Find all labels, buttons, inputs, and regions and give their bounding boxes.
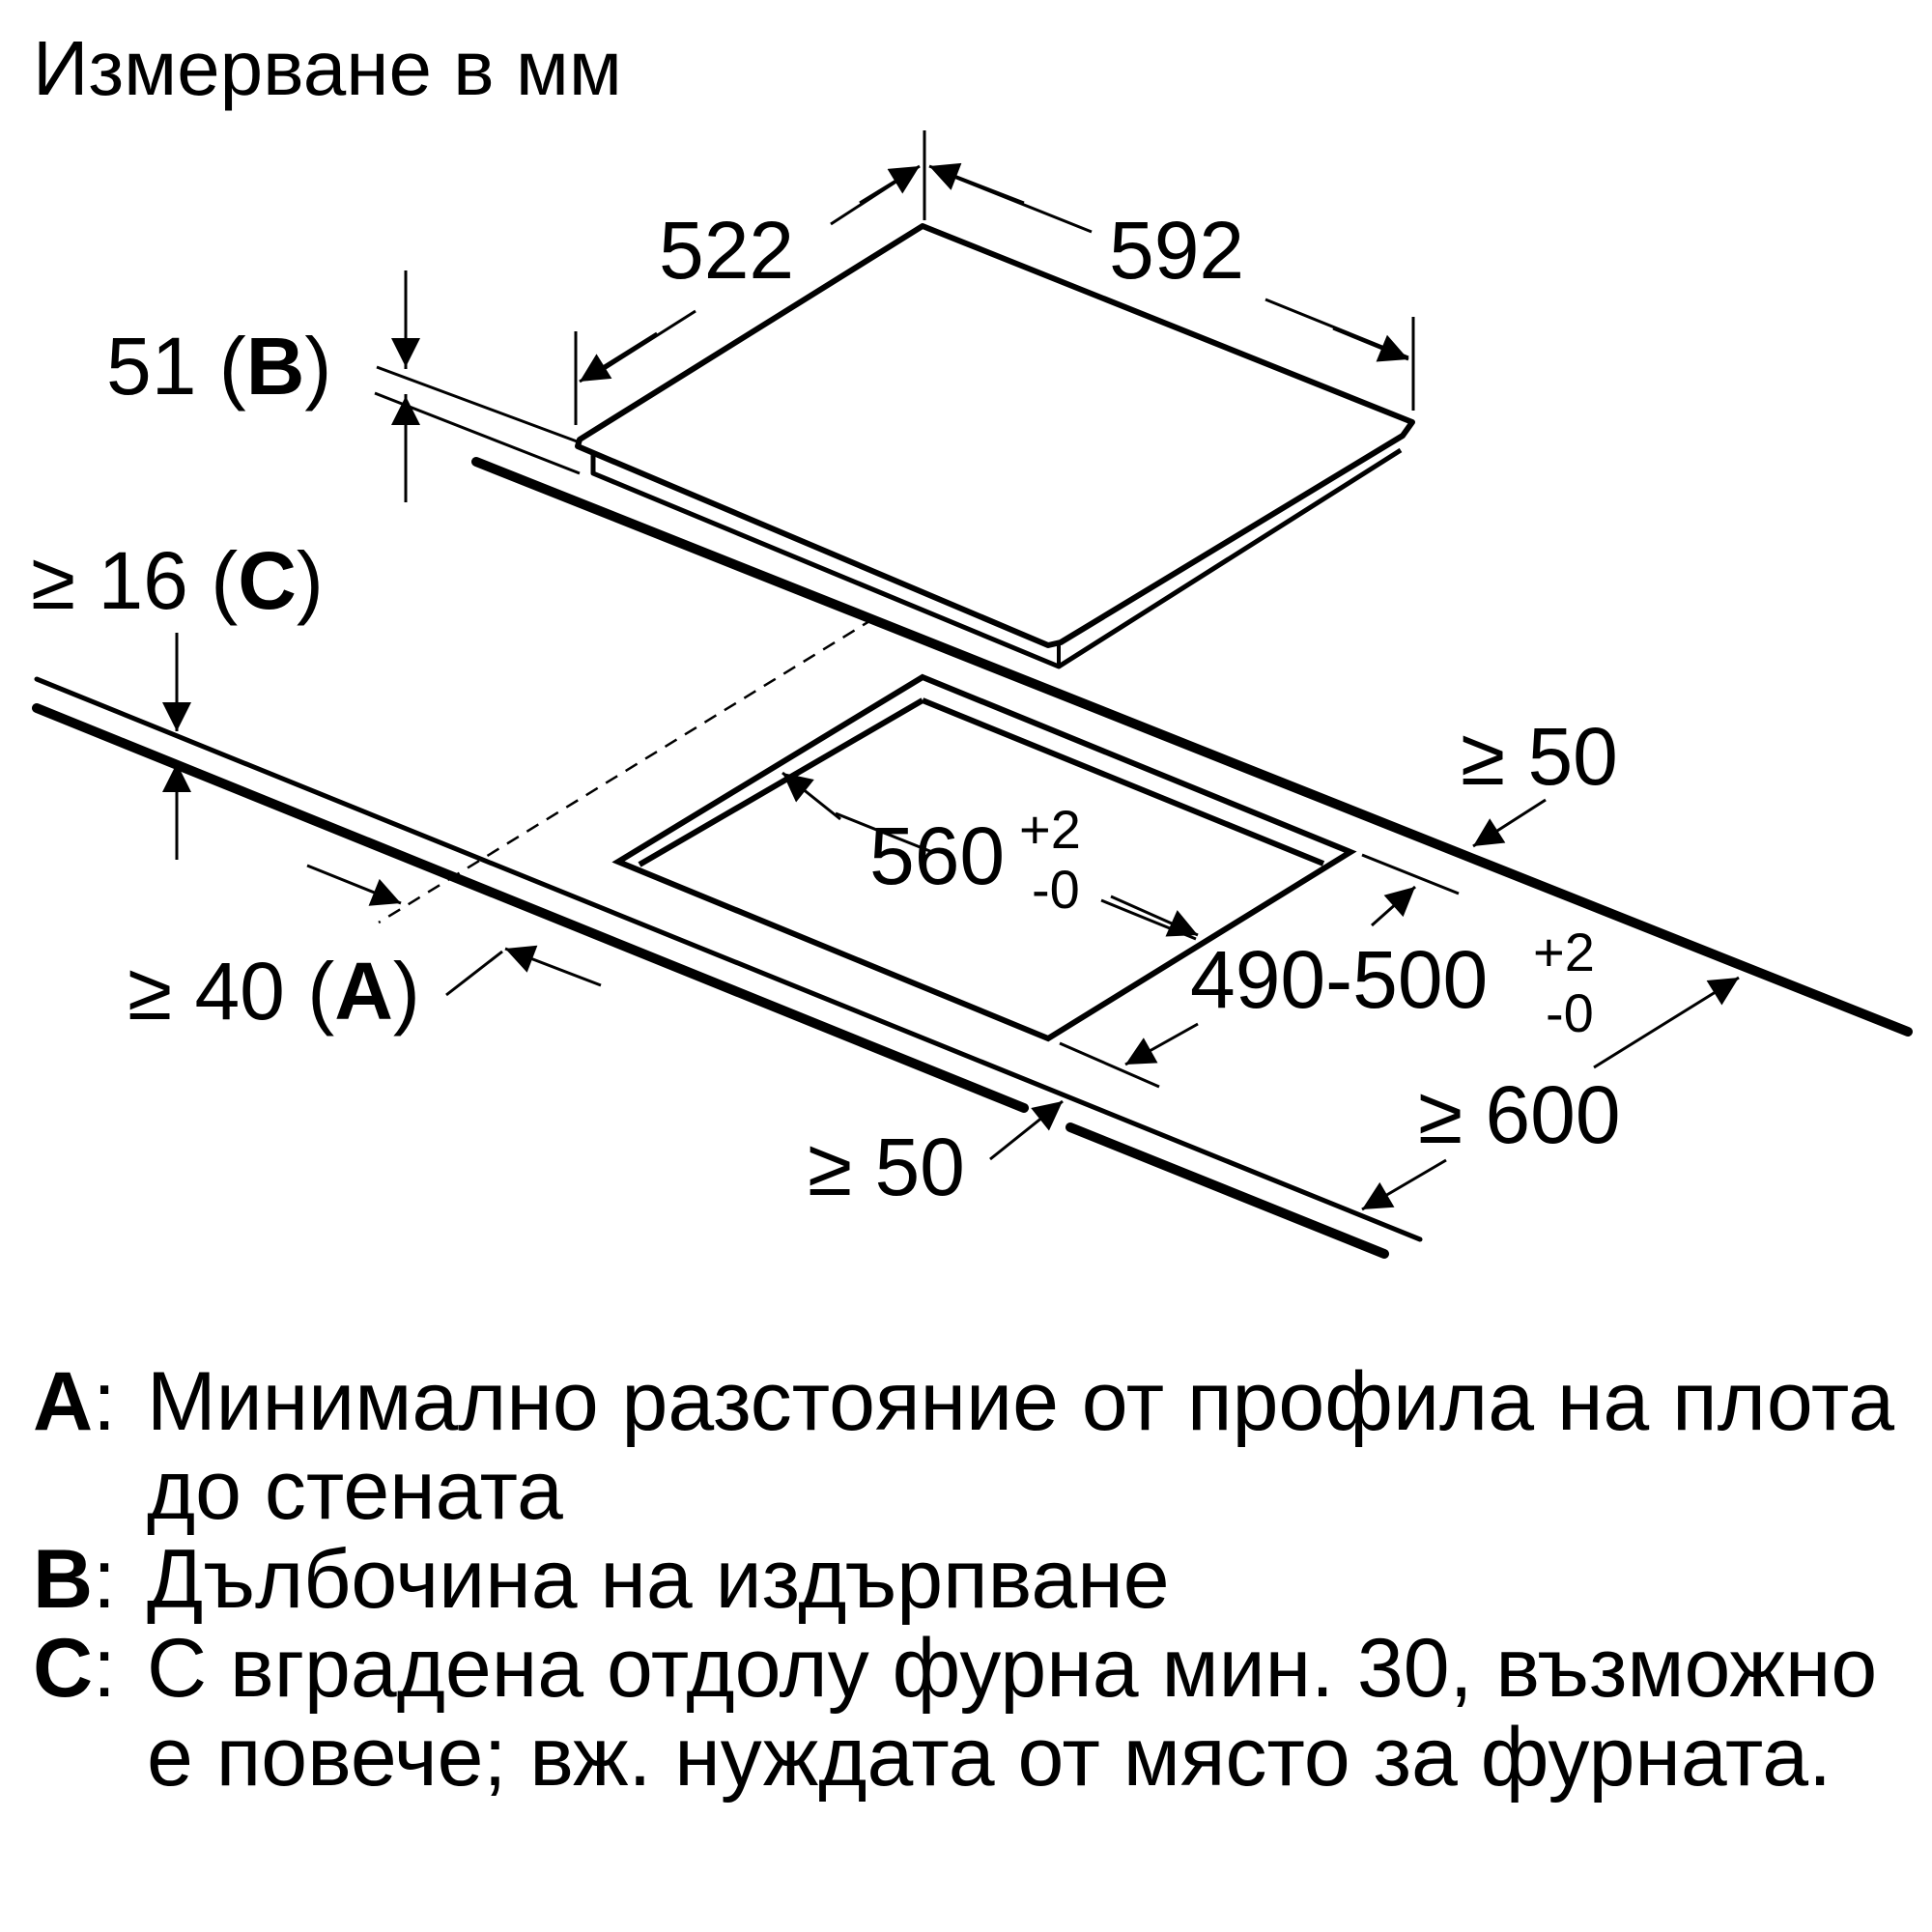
wall-a-dimension bbox=[306, 864, 602, 997]
front-gap-label: ≥ 50 bbox=[808, 1122, 965, 1212]
depth-total-dimension bbox=[1361, 976, 1740, 1211]
cutout-depth-label: 490-500 bbox=[1190, 934, 1488, 1025]
gap-c-label: ≥ 16 (C) bbox=[31, 535, 324, 626]
hob bbox=[575, 223, 1415, 669]
legend-key: B: bbox=[33, 1533, 117, 1626]
legend-text: Дълбочина на издърпване bbox=[147, 1533, 1170, 1626]
cutout-width-tol-minus: -0 bbox=[1032, 859, 1080, 920]
page-title: Измерване в мм bbox=[33, 25, 622, 111]
wall-a-label: ≥ 40 (A) bbox=[128, 946, 420, 1037]
legend-text: Минимално разстояние от профила на плота… bbox=[147, 1355, 1895, 1537]
side-right-dimension bbox=[1472, 798, 1547, 848]
guide-dashed-line bbox=[378, 616, 875, 924]
cutout-depth-tol-plus: +2 bbox=[1533, 922, 1595, 982]
legend-item-a: A: Минимално разстояние от профила на пл… bbox=[33, 1357, 1907, 1535]
legend-key: C: bbox=[33, 1622, 117, 1715]
legend-item-c: C: С вградена отдолу фурна мин. 30, възм… bbox=[33, 1624, 1907, 1802]
side-right-label: ≥ 50 bbox=[1461, 711, 1618, 802]
cutout-width-label: 560 bbox=[869, 810, 1005, 901]
front-gap-dimension bbox=[989, 1099, 1064, 1161]
cutout-depth-tol-minus: -0 bbox=[1546, 982, 1594, 1043]
hob-width-label: 592 bbox=[1109, 205, 1244, 296]
legend-key: A: bbox=[33, 1355, 117, 1448]
legend-item-b: B: Дълбочина на издърпване bbox=[33, 1535, 1907, 1624]
hob-dimension-arrows bbox=[391, 162, 1409, 473]
depth-total-label: ≥ 600 bbox=[1418, 1069, 1621, 1160]
hob-depth-label: 522 bbox=[659, 205, 794, 296]
cutout-dimension-arrows bbox=[781, 771, 1416, 1066]
legend-text: С вградена отдолу фурна мин. 30, възможн… bbox=[147, 1622, 1878, 1804]
cutout bbox=[611, 673, 1357, 1042]
hob-height-label: 51 (B) bbox=[106, 321, 331, 412]
legend: A: Минимално разстояние от профила на пл… bbox=[33, 1357, 1907, 1802]
cutout-width-tol-plus: +2 bbox=[1019, 799, 1081, 860]
worktop bbox=[32, 457, 1913, 1259]
